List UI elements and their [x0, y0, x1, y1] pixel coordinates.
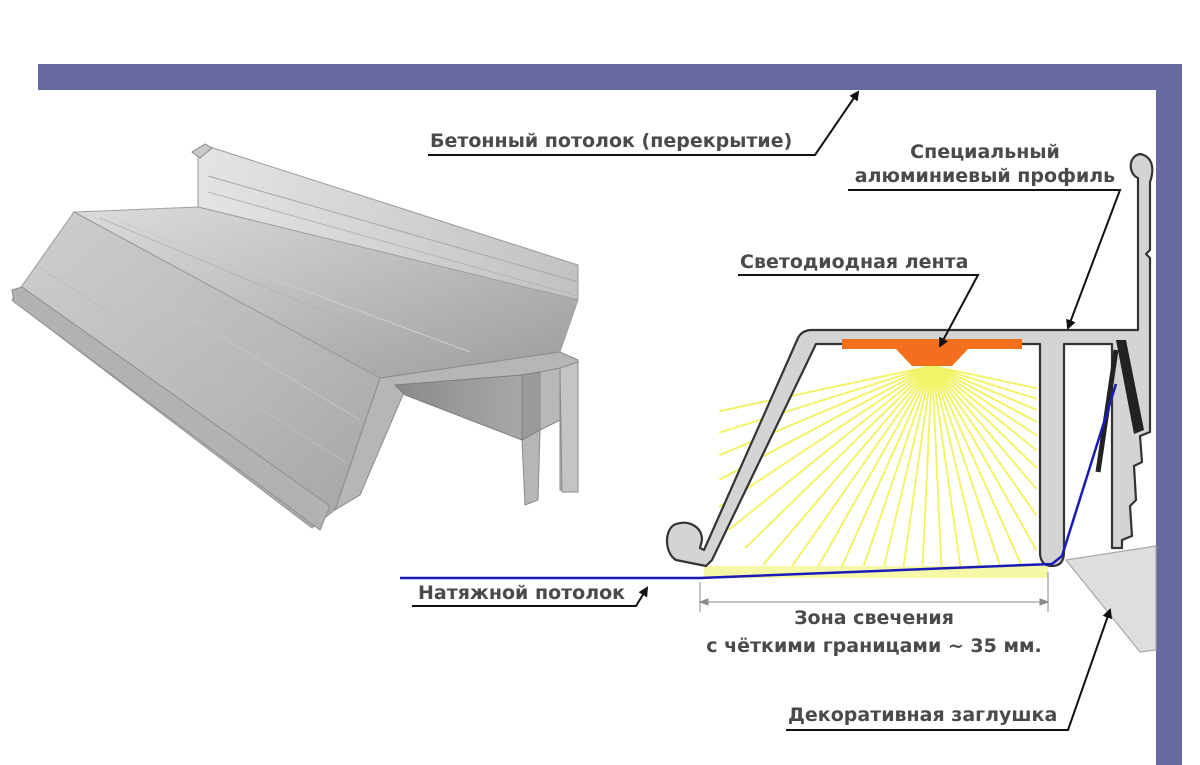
ceiling-leader — [428, 90, 860, 156]
profile-clip — [1116, 340, 1144, 434]
plug-label: Декоративная заглушка — [788, 704, 1057, 726]
light-ray — [931, 365, 1025, 571]
leader-lines — [412, 90, 1122, 731]
light-ray — [815, 365, 933, 571]
light-ray — [931, 365, 1037, 516]
light-ray — [931, 365, 1037, 469]
decorative-plug — [1064, 545, 1157, 653]
light-ray — [719, 365, 933, 508]
light-ray — [719, 365, 933, 434]
profile-body — [665, 152, 1154, 568]
light-ray — [728, 365, 933, 531]
profile-channel-wall — [521, 371, 541, 441]
plug-leader — [786, 608, 1113, 731]
profile-label-line2: алюминиевый профиль — [855, 165, 1115, 187]
light-ray — [931, 365, 962, 571]
light-ray — [931, 365, 1037, 490]
led-leader — [738, 274, 980, 348]
profile-channel-inner — [393, 374, 523, 441]
profile-rib — [539, 367, 561, 431]
led-strip — [842, 339, 1022, 366]
aluminium-profile-photo — [11, 143, 579, 531]
zone-label-line1: Зона свечения — [794, 607, 954, 629]
led-chip — [896, 349, 968, 366]
light-ray — [931, 365, 1037, 451]
profile-leader — [848, 189, 1122, 330]
zone-dimension — [698, 572, 1050, 612]
profile-top-lip — [191, 143, 213, 159]
light-ray — [719, 365, 933, 413]
ceiling-slab — [38, 64, 1182, 90]
stretch-ceiling — [400, 383, 1118, 580]
light-ray — [931, 365, 1037, 400]
stretch-leader — [412, 586, 649, 607]
light-ray — [921, 365, 933, 571]
light-ray — [931, 365, 1037, 411]
profile-label-line1: Специальный — [910, 141, 1060, 163]
light-ray — [931, 365, 1003, 571]
ceiling-label: Бетонный потолок (перекрытие) — [430, 130, 792, 152]
profile-lower-lip — [11, 286, 331, 531]
stretch-ceiling-line — [400, 383, 1118, 580]
labels: Бетонный потолок (перекрытие) Специальны… — [418, 130, 1115, 726]
profile-front-leg — [559, 361, 579, 493]
wall — [1156, 64, 1182, 765]
light-ray — [902, 365, 933, 571]
stretch-ceiling-label: Натяжной потолок — [418, 582, 625, 604]
light-ray — [931, 365, 1037, 551]
light-ray — [762, 365, 933, 566]
led-strip-base — [842, 339, 1022, 349]
light-ray — [788, 365, 933, 571]
light-ray — [931, 365, 982, 571]
led-strip-label: Светодиодная лента — [740, 251, 969, 273]
light-ray — [931, 365, 1037, 390]
concrete-ceiling — [38, 64, 1182, 765]
light-ray — [931, 365, 1037, 436]
light-rays — [704, 365, 1048, 578]
zone-label-line2: с чёткими границами ~ 35 мм. — [706, 635, 1042, 657]
light-ray — [882, 365, 933, 571]
light-ray — [839, 365, 933, 571]
light-ray — [931, 365, 1037, 423]
light-ray — [931, 365, 943, 571]
light-ray — [861, 365, 933, 571]
light-ray — [744, 365, 933, 549]
